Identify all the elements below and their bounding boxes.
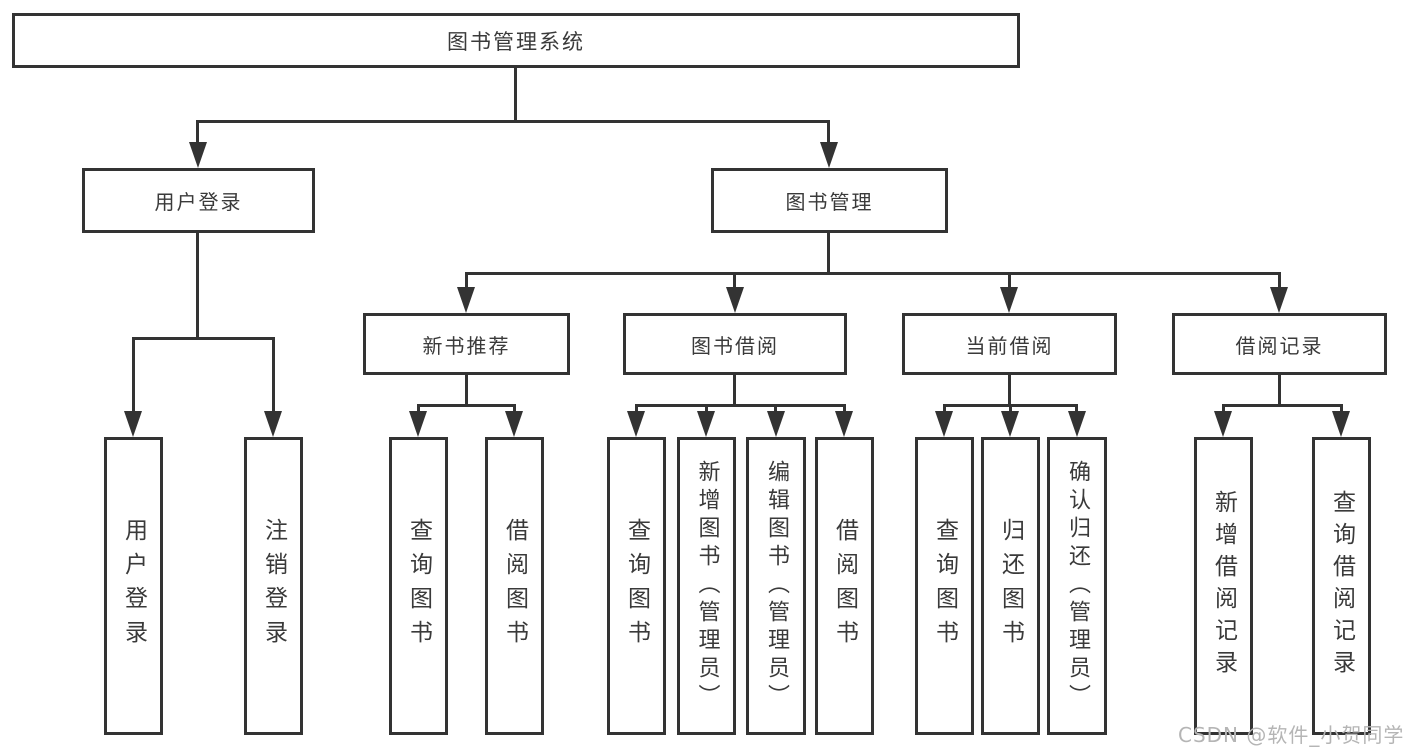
arrow-to-bb-edit: [767, 411, 785, 437]
connector-drop-nb-query: [417, 404, 420, 413]
connector-root-bar: [196, 120, 830, 123]
leaf-bb-add-books-admin: 新增图书（管理员）: [677, 437, 736, 735]
leaf-cb-confirm-return-admin: 确认归还（管理员）: [1047, 437, 1107, 735]
arrow-to-nb-borrow: [505, 411, 523, 437]
leaf-logout: 注销登录: [244, 437, 303, 735]
arrow-to-br-add: [1214, 411, 1232, 437]
connector-bb-bar: [635, 404, 846, 407]
arrow-to-cb-query: [935, 411, 953, 437]
arrow-to-current-borrowing: [1000, 287, 1018, 313]
connector-br-bar: [1222, 404, 1343, 407]
connector-drop-user-login: [196, 120, 199, 145]
connector-drop-bb-add: [705, 404, 708, 413]
connector-drop-bb-edit: [774, 404, 777, 413]
connector-drop-cb-query: [943, 404, 946, 413]
connector-login-bar: [132, 337, 275, 340]
connector-drop-book-borrowing: [733, 272, 736, 289]
connector-mgmt-bar: [465, 272, 1281, 275]
arrow-to-cb-confirm: [1068, 411, 1086, 437]
connector-drop-cb-confirm: [1075, 404, 1078, 413]
leaf-cb-return-books: 归还图书: [981, 437, 1040, 735]
arrow-to-leaf-logout: [264, 411, 282, 437]
leaf-user-login: 用户登录: [104, 437, 163, 735]
arrow-to-leaf-user-login: [124, 411, 142, 437]
connector-drop-br-add: [1222, 404, 1225, 413]
connector-drop-book-management: [827, 120, 830, 145]
arrow-to-bb-add: [697, 411, 715, 437]
node-book-management: 图书管理: [711, 168, 948, 233]
csdn-watermark: CSDN @软件_小贺同学: [1178, 723, 1405, 747]
leaf-bb-borrow-books: 借阅图书: [815, 437, 874, 735]
leaf-bb-query-books: 查询图书: [607, 437, 666, 735]
leaf-nb-borrow-books: 借阅图书: [485, 437, 544, 735]
connector-nb-stem: [465, 375, 468, 406]
node-borrowing-records: 借阅记录: [1172, 313, 1387, 375]
connector-login-stem: [196, 233, 199, 339]
node-book-borrowing: 图书借阅: [623, 313, 847, 375]
connector-drop-cb-return: [1009, 404, 1012, 413]
node-library-management-system: 图书管理系统: [12, 13, 1020, 68]
arrow-to-new-book-recommend: [457, 287, 475, 313]
connector-nb-bar: [417, 404, 516, 407]
connector-br-stem: [1278, 375, 1281, 406]
connector-drop-bb-query: [635, 404, 638, 413]
leaf-br-query-record: 查询借阅记录: [1312, 437, 1371, 735]
node-new-book-recommend: 新书推荐: [363, 313, 570, 375]
arrow-to-bb-borrow: [835, 411, 853, 437]
arrow-to-borrowing-records: [1270, 287, 1288, 313]
connector-mgmt-stem: [827, 233, 830, 274]
arrow-to-bb-query: [627, 411, 645, 437]
connector-root-stem: [514, 68, 517, 121]
arrow-to-user-login: [189, 142, 207, 168]
arrow-to-book-borrowing: [726, 287, 744, 313]
arrow-to-book-management: [820, 142, 838, 168]
leaf-cb-query-books: 查询图书: [915, 437, 974, 735]
leaf-bb-edit-books-admin: 编辑图书（管理员）: [746, 437, 806, 735]
connector-drop-bb-borrow: [843, 404, 846, 413]
connector-drop-new-book-recommend: [465, 272, 468, 289]
connector-drop-br-query: [1340, 404, 1343, 413]
arrow-to-cb-return: [1001, 411, 1019, 437]
arrow-to-br-query: [1332, 411, 1350, 437]
connector-drop-leaf-logout: [272, 337, 275, 413]
connector-bb-stem: [733, 375, 736, 406]
leaf-nb-query-books: 查询图书: [389, 437, 448, 735]
connector-drop-borrowing-records: [1278, 272, 1281, 289]
node-current-borrowing: 当前借阅: [902, 313, 1117, 375]
connector-cb-stem: [1008, 375, 1011, 406]
connector-drop-nb-borrow: [513, 404, 516, 413]
arrow-to-nb-query: [409, 411, 427, 437]
connector-drop-leaf-user-login: [132, 337, 135, 413]
connector-drop-current-borrowing: [1008, 272, 1011, 289]
node-user-login: 用户登录: [82, 168, 315, 233]
leaf-br-add-record: 新增借阅记录: [1194, 437, 1253, 735]
